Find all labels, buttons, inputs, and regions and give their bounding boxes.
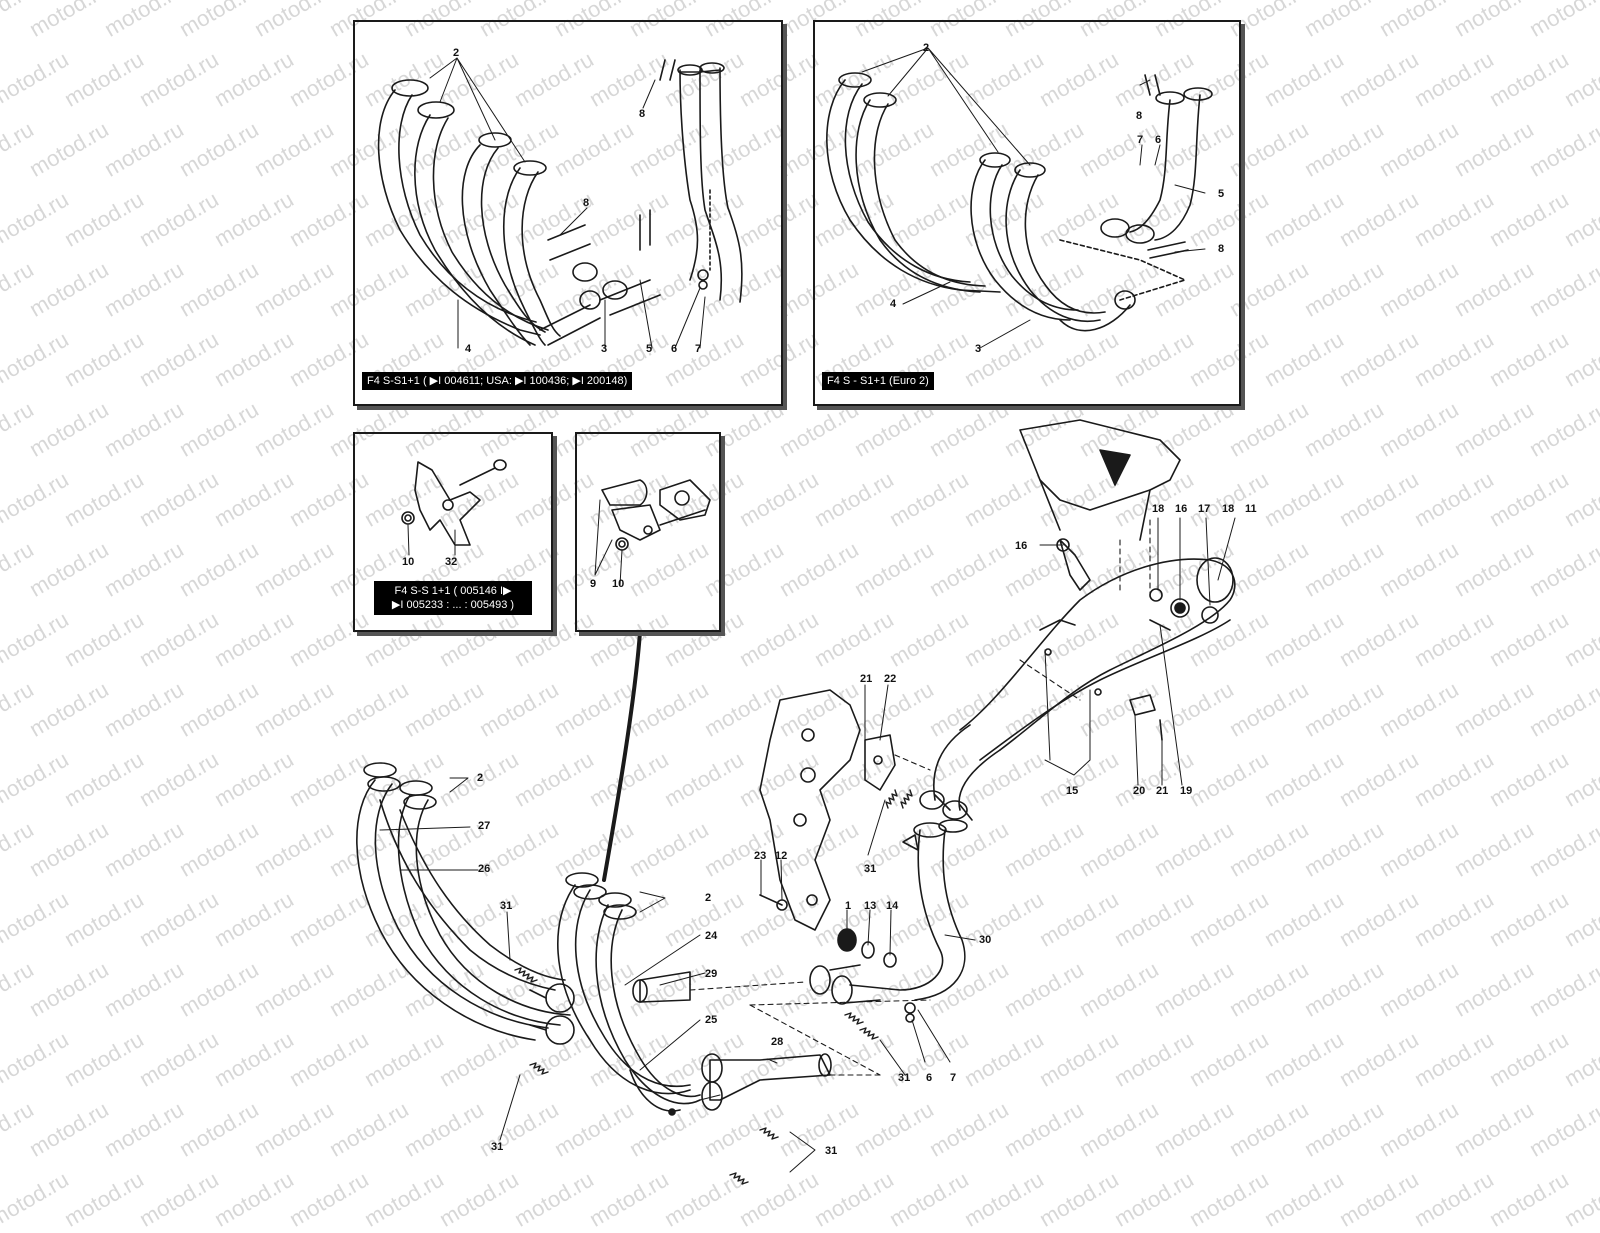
part-label-26: 26 bbox=[478, 863, 491, 875]
part-label-27: 27 bbox=[478, 820, 491, 832]
part-label-21: 21 bbox=[860, 673, 873, 685]
part-label-21: 21 bbox=[1156, 785, 1169, 797]
caption-mid-left-line1: F4 S-S 1+1 ( 005146 I▶ bbox=[394, 585, 512, 597]
leader-lines bbox=[379, 47, 1236, 1173]
part-label-6: 6 bbox=[671, 343, 678, 355]
part-label-31: 31 bbox=[491, 1141, 504, 1153]
part-label-12: 12 bbox=[775, 850, 788, 862]
part-label-2: 2 bbox=[477, 772, 484, 784]
caption-mid-left: F4 S-S 1+1 ( 005146 I▶ ▶I 005233 : ... :… bbox=[374, 581, 532, 615]
part-label-29: 29 bbox=[705, 968, 718, 980]
collector bbox=[701, 1053, 832, 1111]
part-label-20: 20 bbox=[1133, 785, 1146, 797]
part-label-28: 28 bbox=[771, 1036, 784, 1048]
rear-subframe bbox=[1019, 419, 1181, 541]
part-label-3: 3 bbox=[601, 343, 608, 355]
inset-pointer-line bbox=[602, 630, 642, 882]
main-muffler bbox=[919, 557, 1236, 821]
part-label-5: 5 bbox=[1218, 188, 1225, 200]
part-label-8: 8 bbox=[583, 197, 590, 209]
part-label-24: 24 bbox=[705, 930, 718, 942]
part-label-3: 3 bbox=[975, 343, 982, 355]
part-label-19: 19 bbox=[1180, 785, 1193, 797]
part-label-8: 8 bbox=[1218, 243, 1225, 255]
part-label-16: 16 bbox=[1175, 503, 1188, 515]
springs bbox=[514, 789, 913, 1185]
frame-bracket bbox=[759, 689, 896, 931]
inset-mid-right-bracket bbox=[601, 479, 711, 551]
part-label-10: 10 bbox=[402, 556, 415, 568]
part-label-14: 14 bbox=[886, 900, 899, 912]
part-label-22: 22 bbox=[884, 673, 897, 685]
part-label-6: 6 bbox=[926, 1072, 933, 1084]
inset-panel-mid-right bbox=[575, 432, 721, 632]
part-label-18: 18 bbox=[1152, 503, 1165, 515]
part-label-31: 31 bbox=[825, 1145, 838, 1157]
part-label-11: 11 bbox=[1245, 503, 1257, 515]
inset-top-right-pipes bbox=[826, 72, 1213, 332]
part-label-31: 31 bbox=[898, 1072, 911, 1084]
part-label-16: 16 bbox=[1015, 540, 1028, 552]
part-label-13: 13 bbox=[864, 900, 877, 912]
part-label-2: 2 bbox=[923, 42, 930, 54]
inset-panel-top-right bbox=[813, 20, 1241, 406]
part-label-9: 9 bbox=[590, 578, 597, 590]
caption-mid-left-line2: ▶I 005233 : ... : 005493 ) bbox=[391, 599, 515, 611]
part-label-2: 2 bbox=[453, 47, 460, 59]
y-pipe bbox=[809, 819, 968, 1005]
rear-headers bbox=[557, 872, 701, 1116]
part-label-30: 30 bbox=[979, 934, 992, 946]
part-label-23: 23 bbox=[754, 850, 767, 862]
part-label-31: 31 bbox=[864, 863, 877, 875]
part-label-8: 8 bbox=[1136, 110, 1143, 122]
part-label-4: 4 bbox=[890, 298, 897, 310]
inset-panel-top-left bbox=[353, 20, 783, 406]
caption-top-right: F4 S - S1+1 (Euro 2) bbox=[822, 372, 934, 390]
part-label-4: 4 bbox=[465, 343, 472, 355]
part-label-15: 15 bbox=[1066, 785, 1079, 797]
part-label-6: 6 bbox=[1155, 134, 1162, 146]
inset-mid-left-bracket bbox=[401, 459, 507, 546]
part-label-31: 31 bbox=[500, 900, 513, 912]
part-label-10: 10 bbox=[612, 578, 625, 590]
part-label-1: 1 bbox=[845, 900, 852, 912]
part-label-2: 2 bbox=[705, 892, 712, 904]
part-label-7: 7 bbox=[1137, 134, 1144, 146]
part-label-7: 7 bbox=[695, 343, 702, 355]
inset-panel-mid-left bbox=[353, 432, 553, 632]
part-label-5: 5 bbox=[646, 343, 653, 355]
part-label-25: 25 bbox=[705, 1014, 718, 1026]
assembly-lines bbox=[689, 519, 1151, 1076]
part-label-17: 17 bbox=[1198, 503, 1211, 515]
front-headers bbox=[356, 762, 575, 1045]
caption-top-left: F4 S-S1+1 ( ▶I 004611; USA: ▶I 100436; ▶… bbox=[362, 372, 633, 390]
part-label-8: 8 bbox=[639, 108, 646, 120]
part-label-32: 32 bbox=[445, 556, 458, 568]
exhaust-diagram bbox=[356, 47, 1236, 1185]
part-label-7: 7 bbox=[950, 1072, 957, 1084]
part-label-18: 18 bbox=[1222, 503, 1235, 515]
